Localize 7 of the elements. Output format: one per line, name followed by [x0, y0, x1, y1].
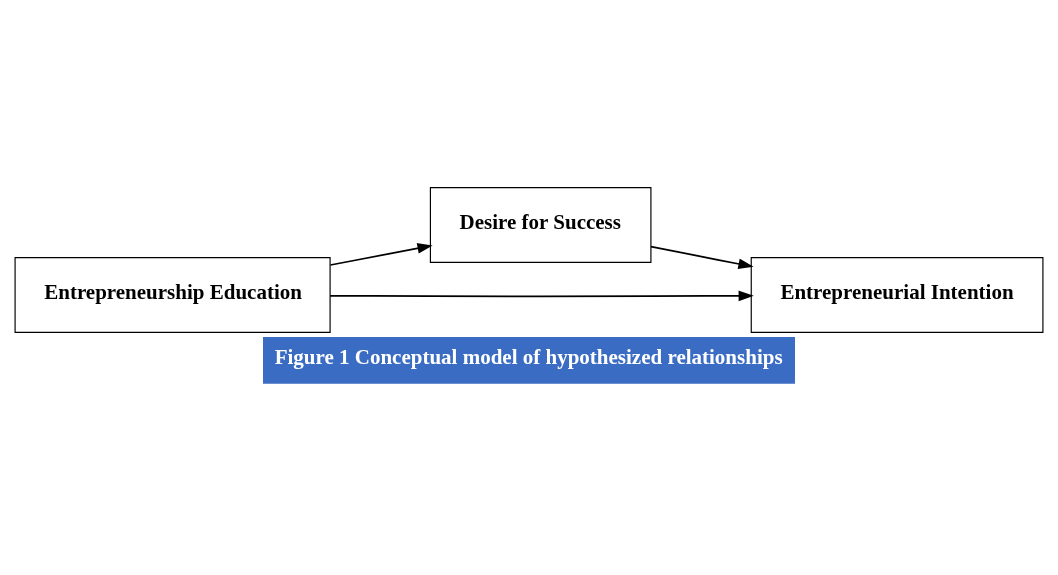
- node-box: Entrepreneurship Education: [14, 256, 331, 333]
- caption: Figure 1 Conceptual model of hypothesized relationships: [274, 344, 783, 369]
- arrow: [329, 290, 754, 301]
- arrow: [650, 245, 754, 269]
- node-box: Entrepreneurial Intention: [750, 256, 1044, 333]
- node-box: Desire for Success: [429, 186, 652, 263]
- arrow: [329, 242, 433, 266]
